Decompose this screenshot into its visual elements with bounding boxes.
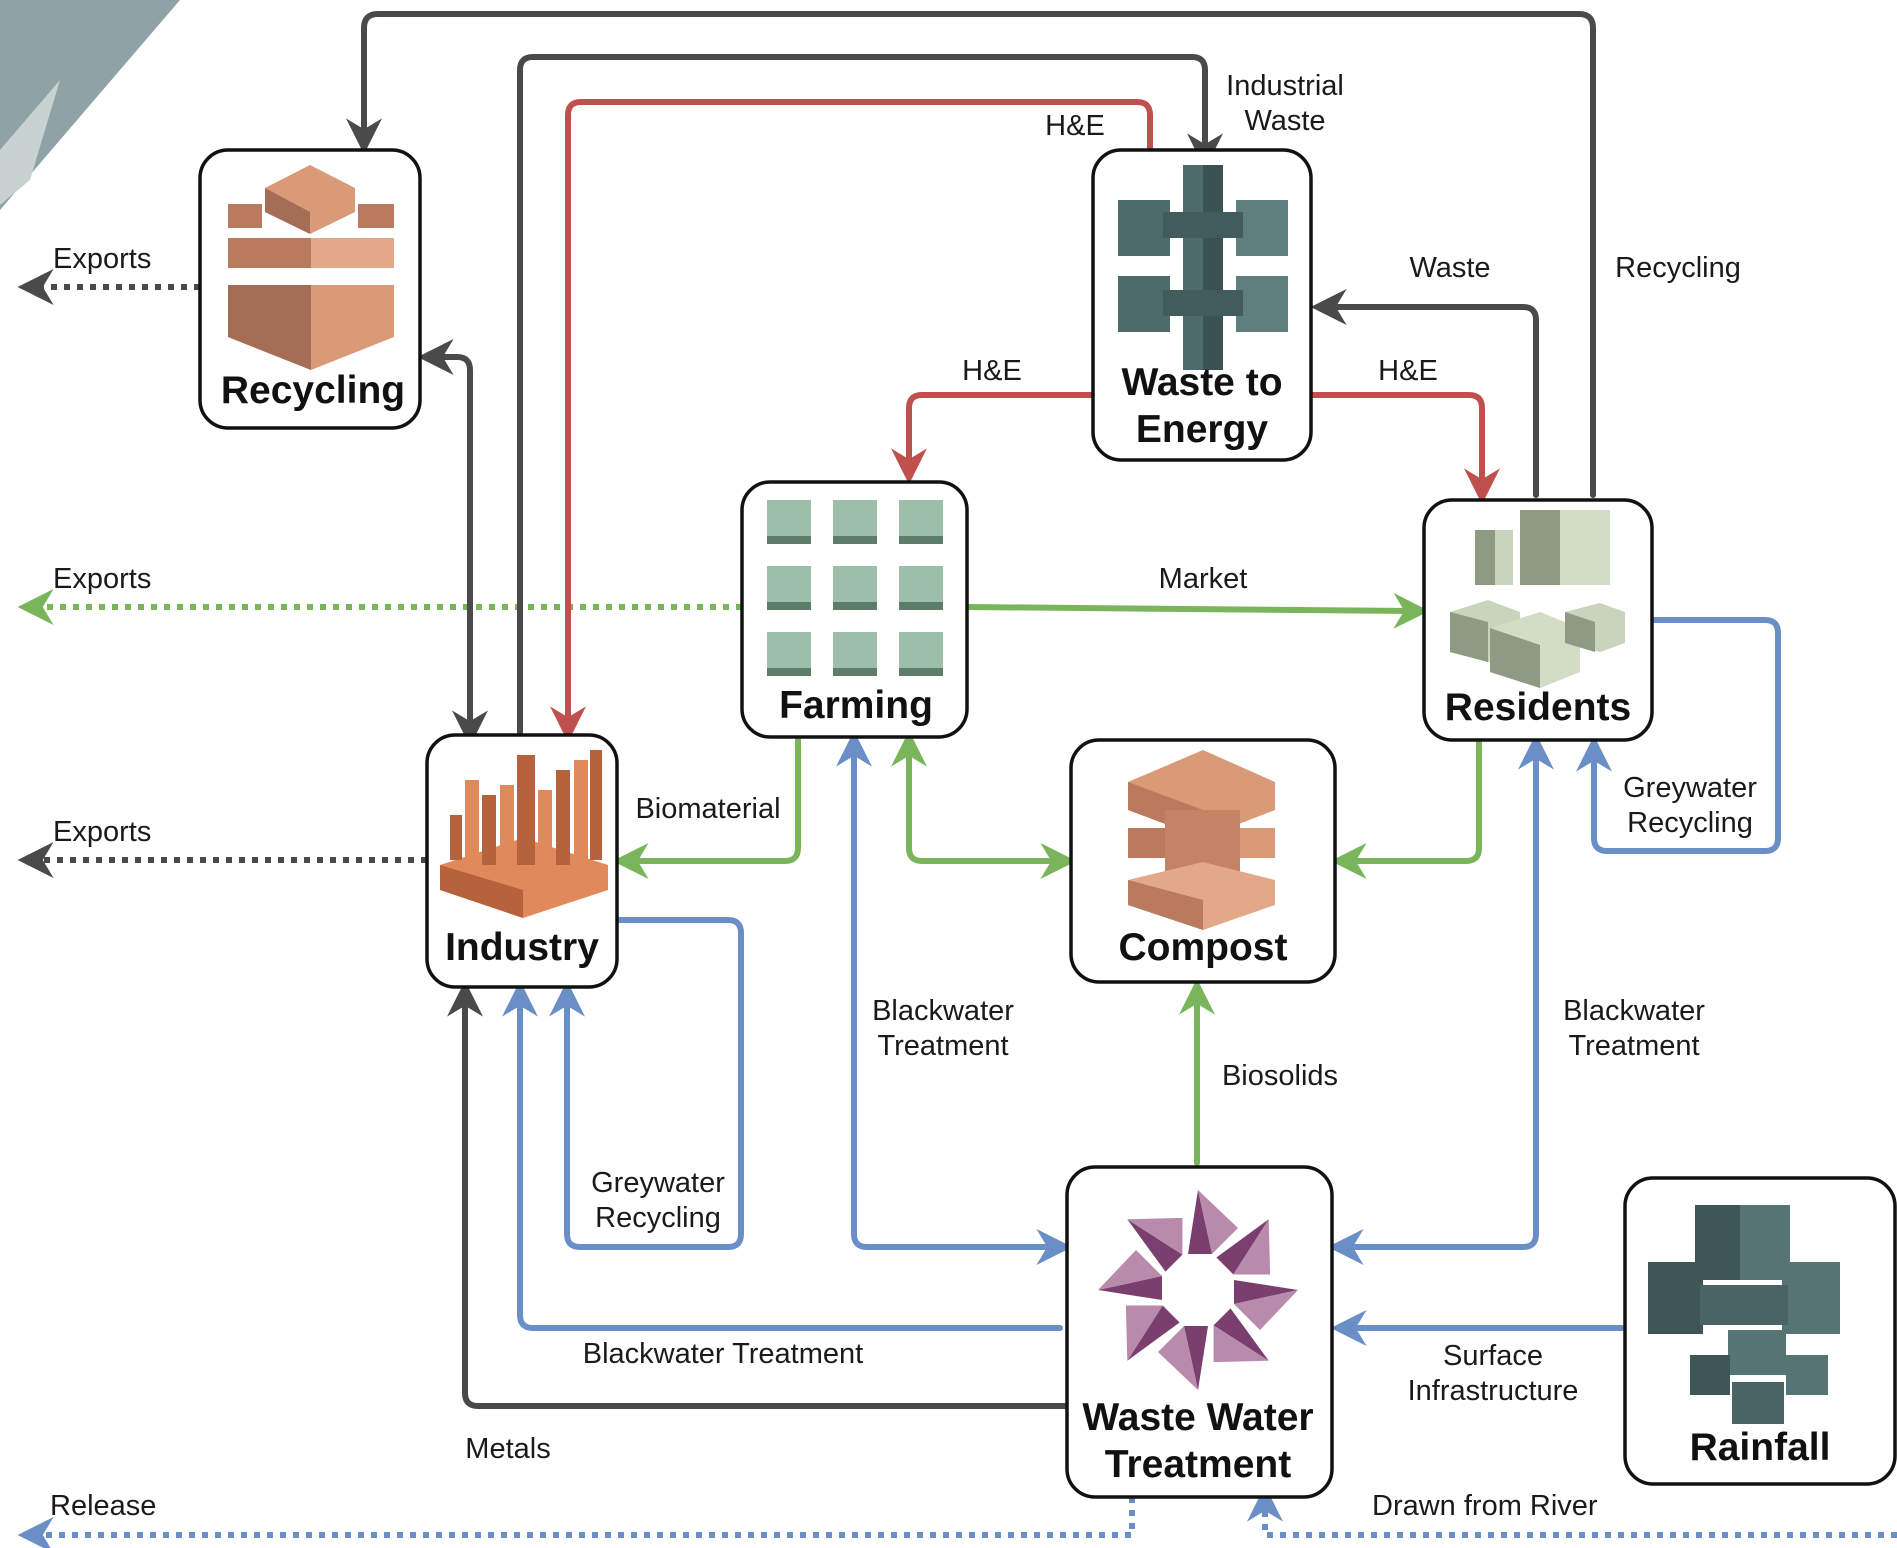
node-residents[interactable]: Residents <box>1422 498 1654 742</box>
label-greywater-industry-line1: Greywater <box>591 1167 725 1199</box>
label-he-farming: H&E <box>962 355 1022 387</box>
flow-blackwater-industry <box>502 980 1063 1331</box>
flow-recycling-loop <box>346 11 1596 498</box>
label-exports-recycling: Exports <box>53 243 151 275</box>
flow-he-residents <box>1309 392 1500 505</box>
label-blackwater-residents-line2: Treatment <box>1568 1030 1699 1062</box>
label-metals: Metals <box>465 1433 550 1465</box>
label-industrial-waste-line1: Industrial <box>1226 70 1344 102</box>
flow-drawn-from-river <box>1247 1485 1897 1538</box>
label-exports-industry: Exports <box>53 816 151 848</box>
label-market: Market <box>1159 563 1248 595</box>
node-compost-title: Compost <box>1119 926 1288 969</box>
flow-blackwater-farming <box>836 730 1073 1265</box>
flow-residents-compost <box>1330 740 1482 879</box>
label-waste: Waste <box>1409 252 1490 284</box>
node-rainfall-title: Rainfall <box>1690 1426 1831 1469</box>
label-exports-farming: Exports <box>53 563 151 595</box>
node-waste-to-energy-title-line1: Waste to <box>1121 361 1282 404</box>
flow-greywater-industry <box>549 917 744 1250</box>
label-surface-infrastructure-line2: Infrastructure <box>1408 1375 1579 1407</box>
flow-waste <box>1310 289 1539 498</box>
label-biomaterial: Biomaterial <box>635 793 780 825</box>
corner-photo-highlight <box>0 80 60 205</box>
label-recycling: Recycling <box>1615 252 1741 284</box>
label-industrial-waste-line2: Waste <box>1244 105 1325 137</box>
label-blackwater-industry: Blackwater Treatment <box>583 1338 863 1370</box>
flow-recycling-industry <box>417 339 488 747</box>
node-farming-title: Farming <box>779 684 933 727</box>
node-industry[interactable]: Industry <box>425 733 619 989</box>
label-surface-infrastructure-line1: Surface <box>1443 1340 1543 1372</box>
node-recycling-title: Recycling <box>221 369 405 412</box>
flow-market <box>965 592 1430 629</box>
label-release: Release <box>50 1490 156 1522</box>
flow-he-industry <box>550 99 1153 743</box>
pinwheel-icon <box>1098 1190 1298 1390</box>
node-rainfall[interactable]: Rainfall <box>1623 1176 1897 1486</box>
node-farming[interactable]: Farming <box>740 480 969 739</box>
grid-tiles-icon <box>767 500 943 676</box>
flow-labels: Exports Exports Exports Release Drawn fr… <box>50 70 1757 1522</box>
label-greywater-industry-line2: Recycling <box>595 1202 721 1234</box>
flows-dotted <box>17 269 1897 1548</box>
node-residents-title: Residents <box>1445 686 1631 729</box>
label-blackwater-farming-line1: Blackwater <box>872 995 1014 1027</box>
node-waste-water-treatment[interactable]: Waste Water Treatment <box>1065 1165 1334 1499</box>
flow-metals <box>447 980 1070 1409</box>
node-compost[interactable]: Compost <box>1069 738 1337 984</box>
flow-biomaterial <box>612 737 801 879</box>
node-waste-to-energy[interactable]: Waste to Energy <box>1091 148 1313 462</box>
stacked-blocks-icon <box>228 165 394 370</box>
flow-blackwater-residents <box>1327 733 1554 1265</box>
label-drawn-from-river: Drawn from River <box>1372 1490 1598 1522</box>
buildings-icon <box>1450 510 1625 688</box>
node-waste-to-energy-title-line2: Energy <box>1136 408 1269 451</box>
cube-cluster-icon <box>1648 1205 1840 1424</box>
flows-solid <box>346 11 1781 1409</box>
corner-photo-fragment <box>0 0 180 210</box>
flow-industrial-waste <box>517 54 1223 735</box>
node-waste-water-treatment-title-line2: Treatment <box>1105 1443 1291 1486</box>
label-he-residents: H&E <box>1378 355 1438 387</box>
cross-pillar-icon <box>1118 165 1288 370</box>
node-waste-water-treatment-title-line1: Waste Water <box>1082 1396 1313 1439</box>
label-he-top: H&E <box>1045 110 1105 142</box>
flow-he-farming <box>891 392 1096 485</box>
layered-pillar-icon <box>1128 750 1275 930</box>
label-blackwater-residents-line1: Blackwater <box>1563 995 1705 1027</box>
label-greywater-residents-line2: Recycling <box>1627 807 1753 839</box>
node-recycling[interactable]: Recycling <box>198 148 422 430</box>
label-biosolids: Biosolids <box>1222 1060 1338 1092</box>
flow-release <box>17 1497 1135 1548</box>
node-industry-title: Industry <box>445 926 599 969</box>
flow-farming-compost <box>891 730 1077 879</box>
label-blackwater-farming-line2: Treatment <box>877 1030 1008 1062</box>
flow-greywater-residents <box>1576 617 1781 854</box>
factory-bars-icon <box>440 750 608 918</box>
label-greywater-residents-line1: Greywater <box>1623 772 1757 804</box>
